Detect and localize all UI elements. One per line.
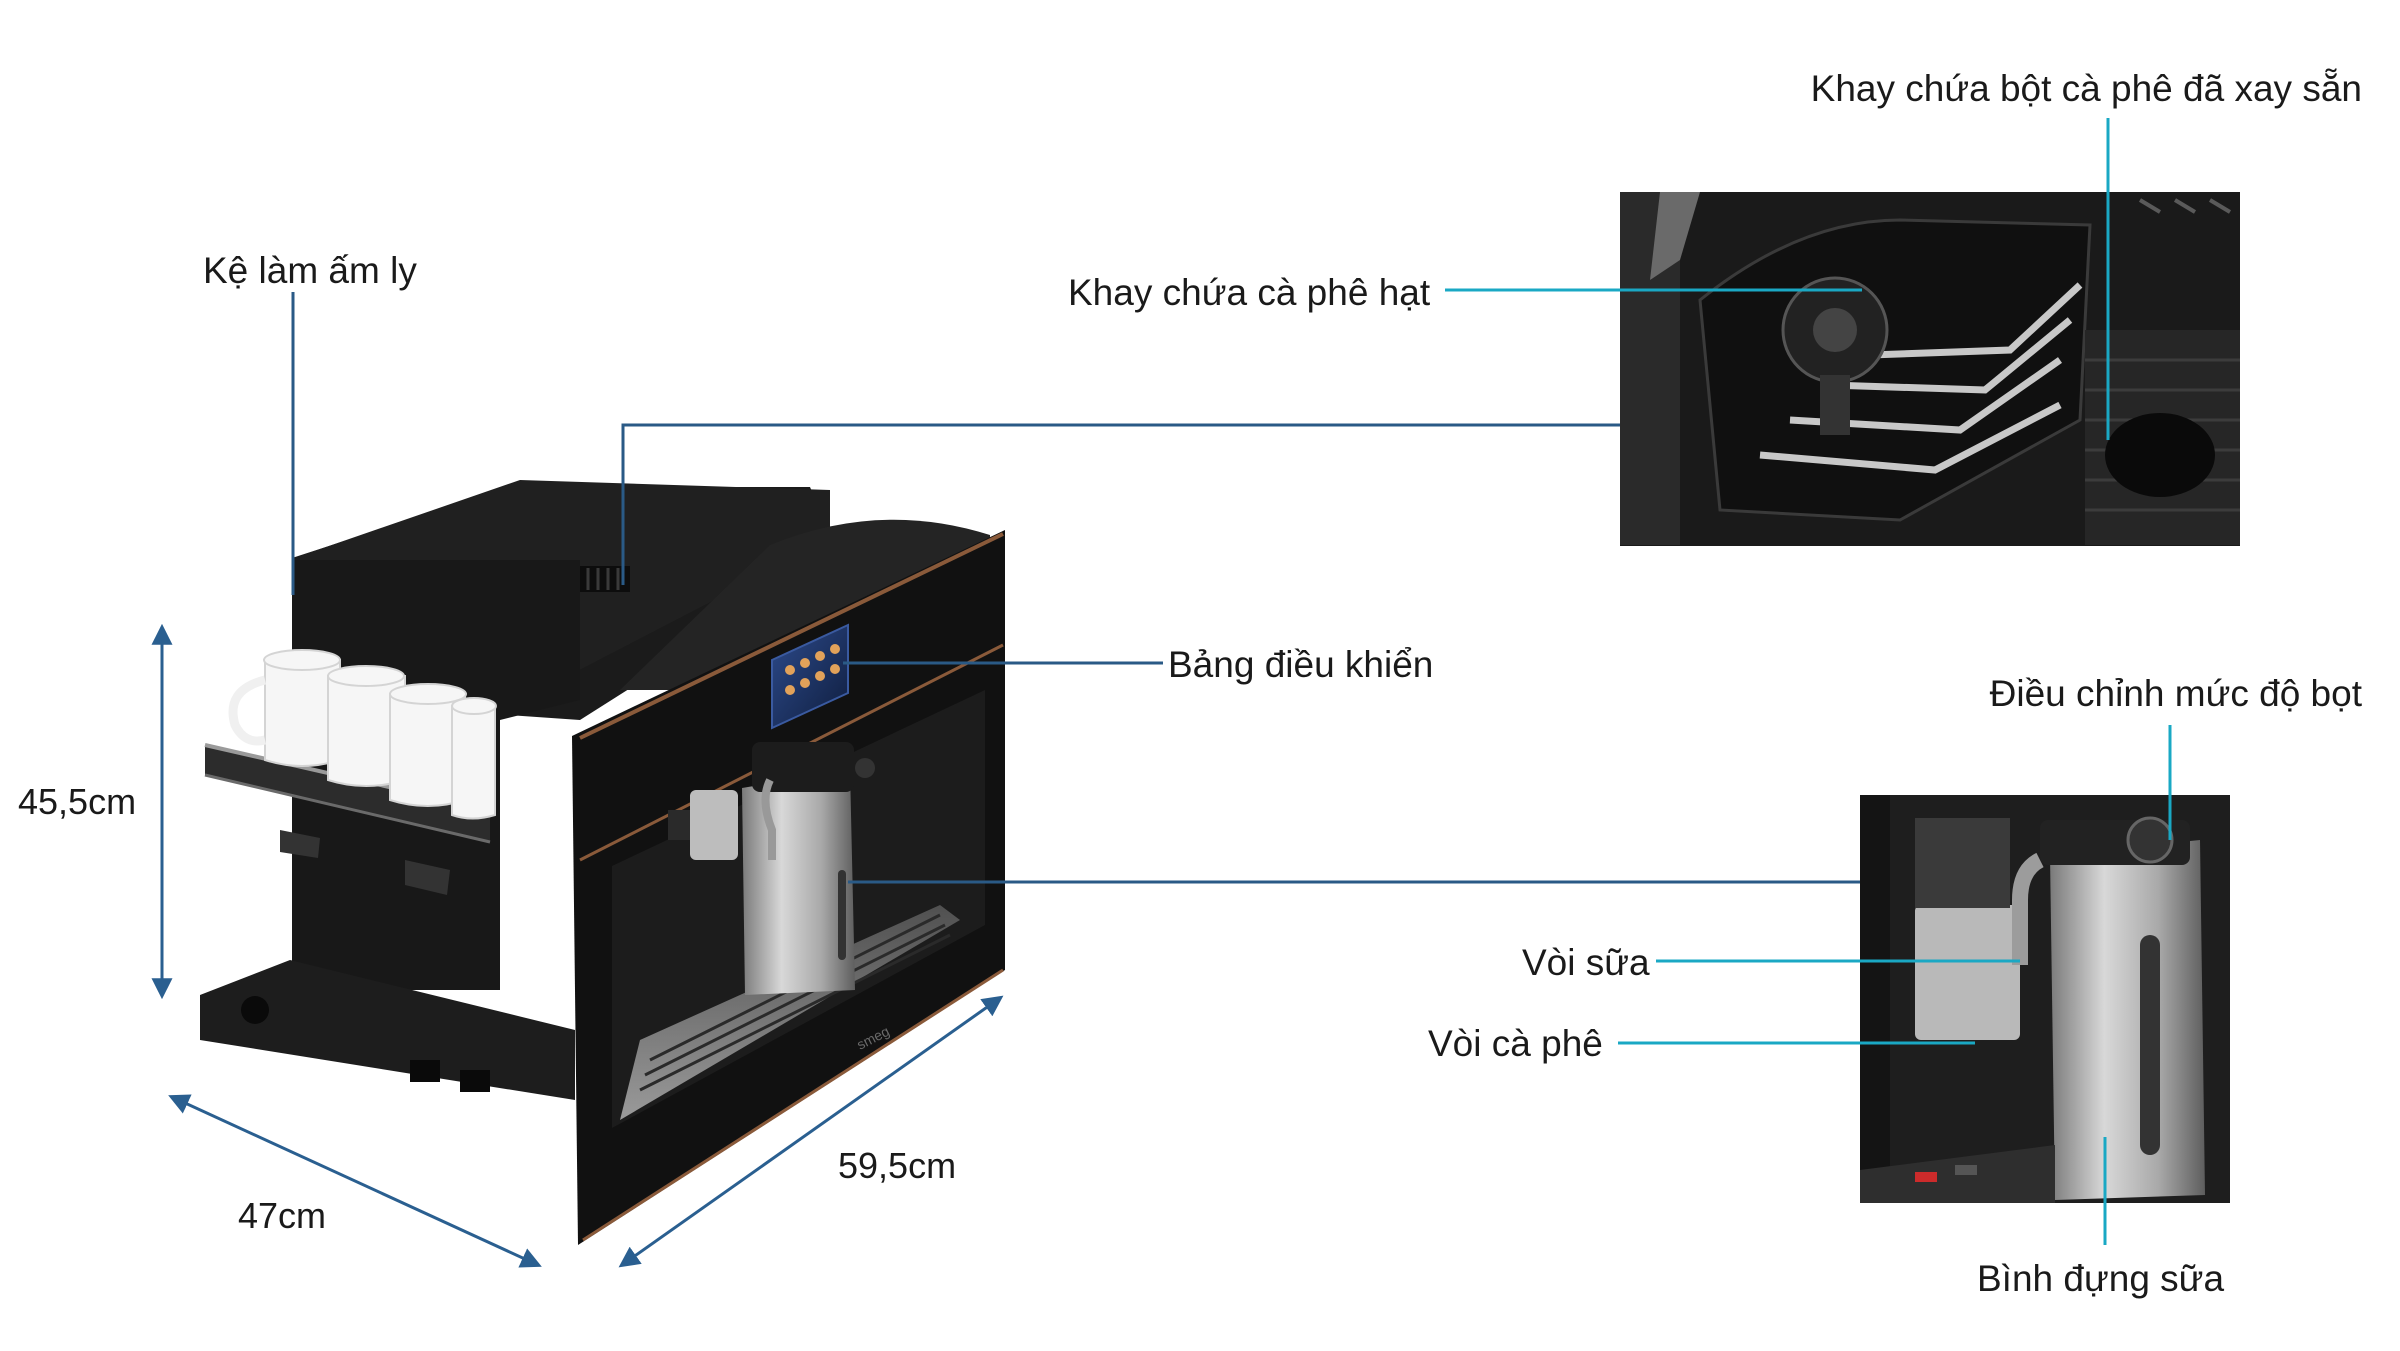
- copper-trim-top: [579, 532, 1004, 740]
- label-control-panel: Bảng điều khiển: [1168, 644, 1434, 685]
- milk-jug-main[interactable]: [742, 742, 875, 995]
- label-bean-hopper: Khay chứa cà phê hạt: [1068, 272, 1431, 313]
- label-milk-jug: Bình đựng sữa: [1977, 1258, 2225, 1299]
- cups: [228, 649, 497, 820]
- label-ground-coffee-tray: Khay chứa bột cà phê đã xay sẵn: [1810, 68, 2362, 109]
- coffee-machine: smeg: [200, 480, 1005, 1245]
- depth-arrow: [168, 1094, 542, 1268]
- bean-hopper-inset: [1620, 192, 2240, 546]
- ground-coffee-chute: [2105, 413, 2215, 497]
- froth-knob: [2126, 816, 2174, 864]
- side-spouts: [280, 830, 450, 895]
- dimension-width: 59,5cm: [838, 1145, 957, 1186]
- dimension-depth: 47cm: [238, 1195, 327, 1236]
- coffee-spout-inset: [1915, 905, 2020, 1040]
- label-cup-warmer: Kệ làm ấm ly: [203, 250, 417, 291]
- coffee-spout-main: [690, 790, 738, 860]
- milk-system-inset: [1860, 795, 2230, 1203]
- milk-nozzle-inset: [2012, 852, 2045, 965]
- leader-lines: [291, 118, 2172, 1245]
- dimension-height: 45,5cm: [18, 781, 137, 822]
- label-froth-adjust: Điều chỉnh mức độ bọt: [1989, 673, 2362, 714]
- label-milk-nozzle: Vòi sữa: [1522, 942, 1650, 983]
- lower-tray: [200, 960, 575, 1100]
- label-coffee-spout: Vòi cà phê: [1428, 1023, 1603, 1064]
- control-panel-screen[interactable]: [771, 623, 849, 730]
- width-arrow: [618, 995, 1004, 1268]
- milk-jug-inset: [2050, 840, 2205, 1200]
